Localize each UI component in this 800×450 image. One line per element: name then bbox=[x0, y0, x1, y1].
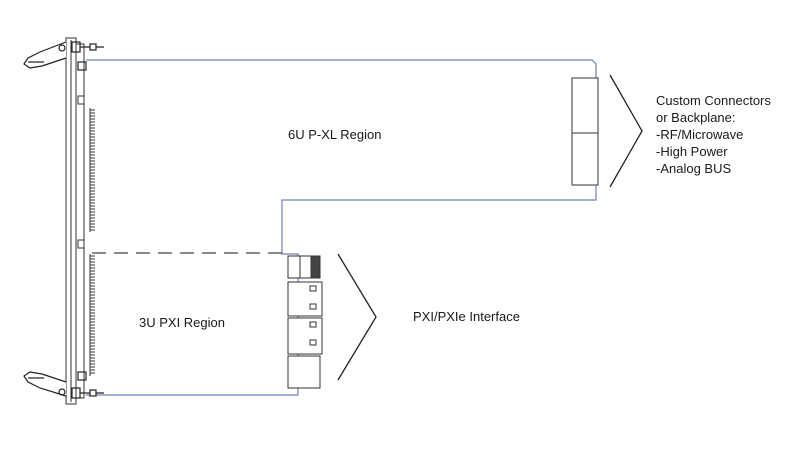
custom-connectors-label: Custom Connectors or Backplane: -RF/Micr… bbox=[656, 92, 771, 177]
edge-connector-upper bbox=[89, 108, 95, 232]
interface-label-pxi: PXI/PXIe Interface bbox=[413, 309, 520, 324]
custom-bracket-chevron bbox=[609, 74, 643, 188]
board-outline bbox=[86, 59, 597, 396]
connector-item-rf: -RF/Microwave bbox=[656, 127, 744, 142]
edge-connector-lower bbox=[89, 254, 95, 376]
pxi-connector-stack bbox=[287, 255, 323, 389]
ejector-handle-top bbox=[23, 41, 104, 71]
region-label-6u: 6U P-XL Region bbox=[288, 127, 382, 142]
pxi-bracket-chevron bbox=[337, 253, 377, 381]
connector-item-power: -High Power bbox=[656, 144, 728, 159]
connector-item-analog: -Analog BUS bbox=[656, 161, 732, 176]
front-panel bbox=[65, 37, 85, 405]
connectors-heading-line2: or Backplane: bbox=[656, 110, 736, 125]
region-label-3u: 3U PXI Region bbox=[139, 315, 225, 330]
ejector-handle-bottom bbox=[23, 371, 104, 399]
custom-connector-block bbox=[571, 77, 599, 186]
connectors-heading-line1: Custom Connectors bbox=[656, 93, 771, 108]
